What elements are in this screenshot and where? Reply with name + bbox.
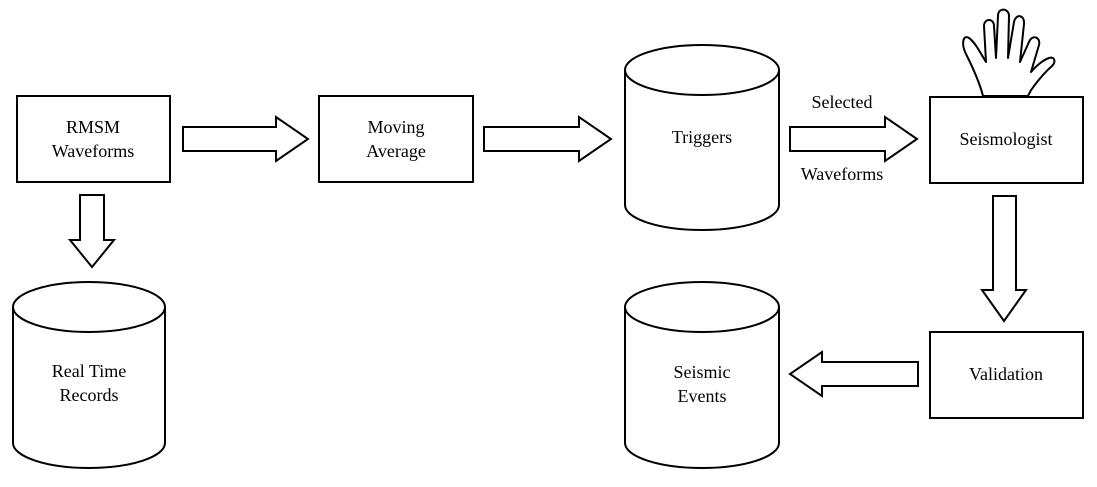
moving-average-label-line2: Average xyxy=(366,141,426,161)
rmsm-waveforms-node: RMSM Waveforms xyxy=(16,95,171,183)
real-time-records-label-line1: Real Time xyxy=(52,361,127,381)
rmsm-waveforms-label-line2: Waveforms xyxy=(52,141,135,161)
arrow-validation-to-seismic-events xyxy=(788,350,919,398)
triggers-label: Triggers xyxy=(672,127,732,147)
moving-average-label-line1: Moving xyxy=(367,117,424,137)
arrow-moving-average-to-triggers xyxy=(483,115,613,163)
seismologist-node: Seismologist xyxy=(929,96,1084,184)
seismic-events-label-line2: Events xyxy=(678,386,727,406)
seismologist-label: Seismologist xyxy=(959,129,1052,149)
triggers-node: Triggers xyxy=(624,44,780,231)
arrow-rmsm-to-moving-average xyxy=(182,115,310,163)
real-time-records-label-line2: Records xyxy=(60,385,119,405)
hand-icon xyxy=(962,8,1056,97)
selected-waveforms-edge: Selected Waveforms xyxy=(789,92,919,184)
arrow-triggers-to-seismologist xyxy=(789,115,919,163)
arrow-seismologist-to-validation xyxy=(980,195,1028,323)
arrow-rmsm-to-real-time-records xyxy=(67,194,117,269)
edge-label-waveforms: Waveforms xyxy=(801,164,884,184)
edge-label-selected: Selected xyxy=(812,92,873,112)
real-time-records-node: Real Time Records xyxy=(12,281,166,469)
validation-label: Validation xyxy=(969,364,1043,384)
seismic-events-node: Seismic Events xyxy=(624,281,780,469)
moving-average-node: Moving Average xyxy=(318,95,474,183)
rmsm-waveforms-label-line1: RMSM xyxy=(66,117,120,137)
validation-node: Validation xyxy=(929,331,1084,419)
seismic-events-label-line1: Seismic xyxy=(674,362,731,382)
